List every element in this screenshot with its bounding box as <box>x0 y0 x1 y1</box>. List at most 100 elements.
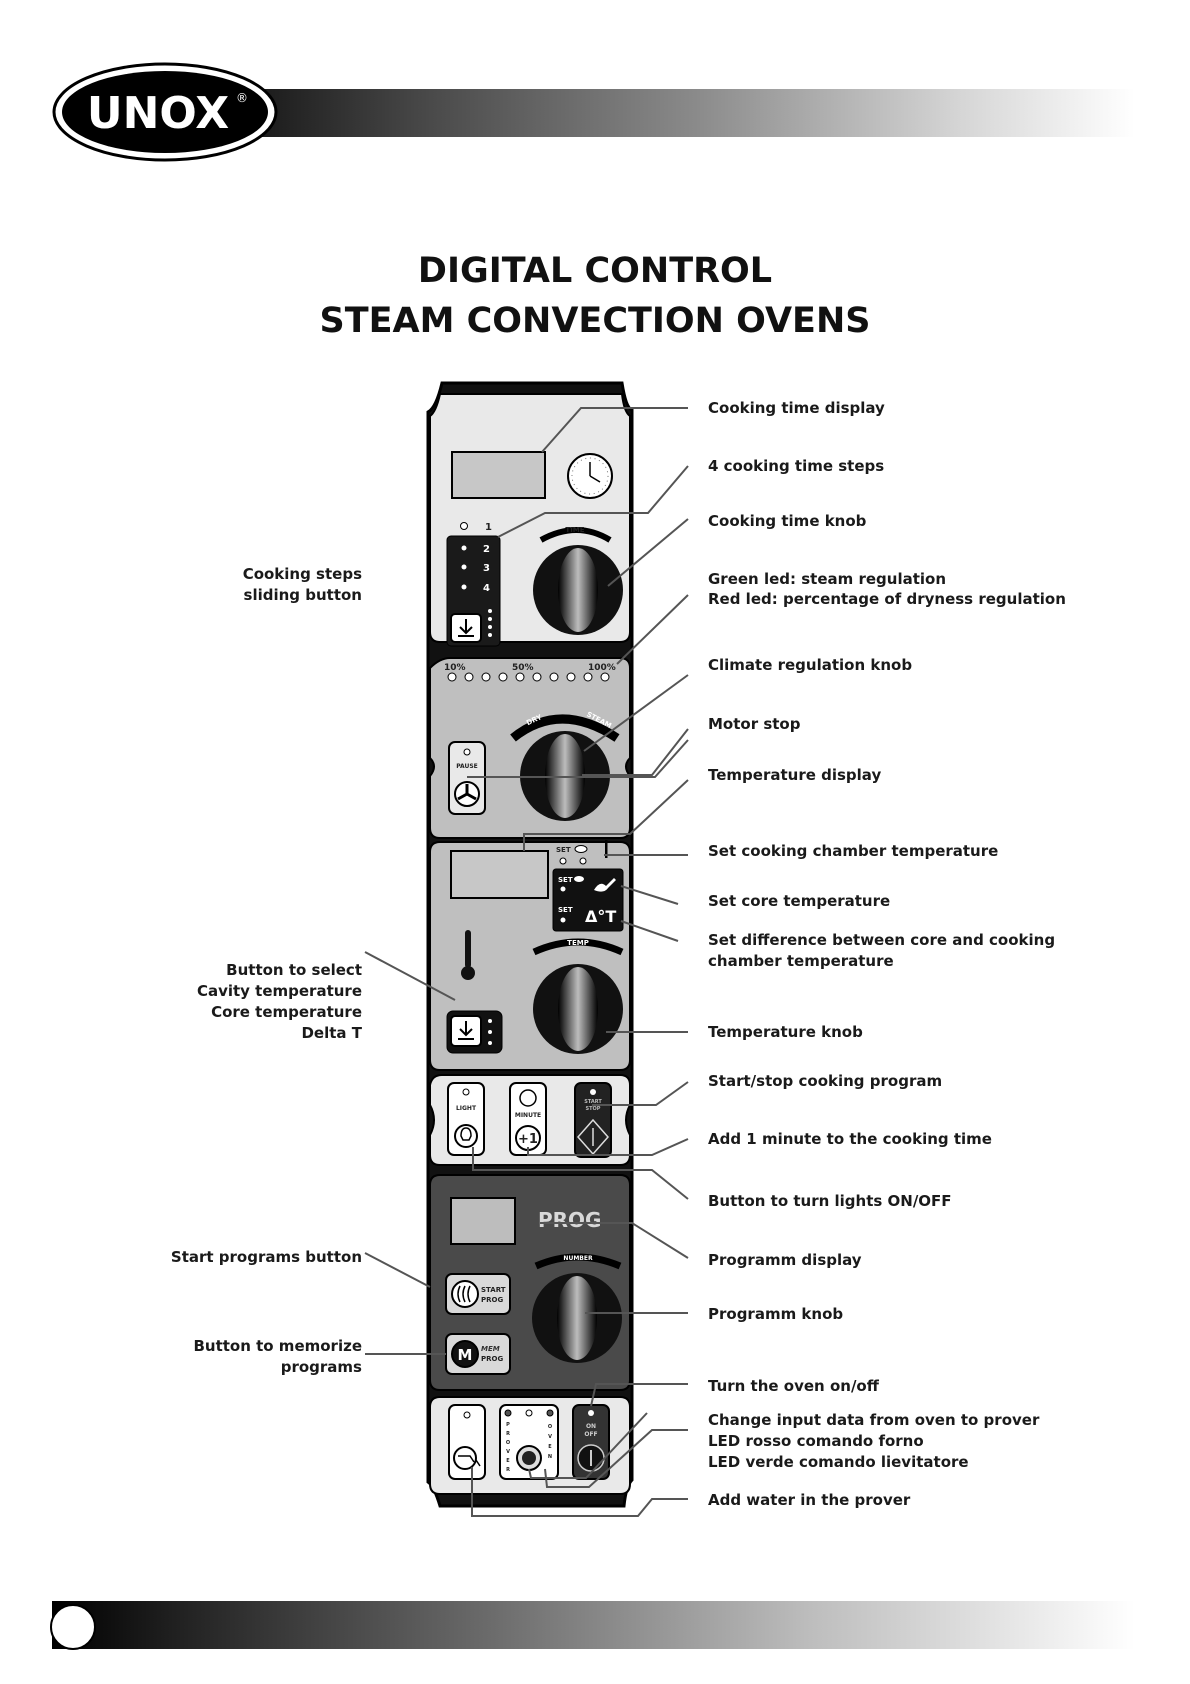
callout-green-led: Green led: steam regulation <box>708 570 946 588</box>
section-prover: P R O V E R O V E N ON OFF <box>429 1396 631 1495</box>
callout-temperature-display: Temperature display <box>708 766 881 784</box>
callout-cooking-steps-2: sliding button <box>244 586 362 604</box>
title-line-1: DIGITAL CONTROL <box>417 251 773 291</box>
step-number-4: 4 <box>483 583 490 594</box>
off-label: OFF <box>584 1431 597 1438</box>
prover-letter-e: E <box>506 1458 510 1464</box>
callout-select-temp-1: Button to select <box>226 961 362 979</box>
callout-motor-stop: Motor stop <box>708 715 801 733</box>
callout-add-minute: Add 1 minute to the cooking time <box>708 1130 992 1148</box>
temperature-knob[interactable]: TEMP <box>532 938 624 1054</box>
title-line-2: STEAM CONVECTION OVENS <box>319 301 871 341</box>
temperature-mode-panel: SET SET Δ°T <box>552 868 624 932</box>
prover-letter-v: V <box>506 1449 510 1455</box>
section-climate: 10% 50% 100% DRY STEAM PAUSE <box>429 657 631 839</box>
mem-prog-label-1: MEM <box>481 1345 500 1353</box>
temp-knob-label: TEMP <box>567 939 589 947</box>
oven-letter-n: N <box>548 1454 552 1460</box>
callout-select-temp-2: Cavity temperature <box>197 982 362 1000</box>
mem-prog-label-2: PROG <box>481 1355 503 1363</box>
step-number-3: 3 <box>483 563 490 574</box>
light-label: LIGHT <box>456 1105 477 1112</box>
callout-start-programs: Start programs button <box>171 1248 362 1266</box>
add-minute-button[interactable]: MINUTE +1 <box>509 1082 547 1156</box>
plus-one-label: +1 <box>518 1132 538 1147</box>
callout-memorize-2: programs <box>281 1358 362 1376</box>
cooking-time-display <box>451 451 546 499</box>
clock-icon <box>567 453 613 499</box>
memorize-programs-button[interactable]: M MEM PROG <box>445 1333 511 1375</box>
temperature-display <box>450 850 549 899</box>
set-label-delta: SET <box>558 906 573 914</box>
time-knob-label: TIME <box>565 526 584 534</box>
step-number-2: 2 <box>483 544 490 555</box>
callout-set-chamber-temp: Set cooking chamber temperature <box>708 842 998 860</box>
step-number-1: 1 <box>485 522 492 533</box>
logo-text: UNOX <box>87 88 229 139</box>
prog-label: PROG <box>538 1208 601 1232</box>
section-quick-buttons: LIGHT MINUTE +1 START STOP <box>429 1074 631 1166</box>
callout-programm-knob: Programm knob <box>708 1305 843 1323</box>
set-label-core: SET <box>558 876 573 884</box>
prover-letter-p: P <box>506 1422 510 1428</box>
callout-red-led: Red led: percentage of dryness regulatio… <box>708 590 1066 608</box>
fan-icon <box>457 784 477 801</box>
climate-scale-100: 100% <box>588 663 616 673</box>
thermometer-icon <box>461 930 475 980</box>
bulb-icon <box>460 1127 472 1141</box>
core-probe-icon <box>594 878 616 892</box>
start-stop-label-2: STOP <box>586 1106 601 1112</box>
time-knob[interactable]: TIME <box>533 526 623 635</box>
climate-scale-50: 50% <box>512 663 534 673</box>
programm-knob[interactable]: NUMBER <box>532 1253 622 1363</box>
footer-gradient-bar <box>52 1601 1135 1649</box>
light-button[interactable]: LIGHT <box>447 1082 485 1156</box>
callout-lights: Button to turn lights ON/OFF <box>708 1192 952 1210</box>
pause-label: PAUSE <box>456 763 478 770</box>
registered-mark: ® <box>236 91 248 105</box>
download-arrow-icon <box>458 619 474 637</box>
start-stop-label-1: START <box>584 1099 602 1105</box>
add-water-button[interactable] <box>448 1404 486 1480</box>
section-time: 1 2 3 4 TIME <box>429 393 631 647</box>
eye-icon <box>574 845 588 853</box>
delta-t-label: Δ°T <box>585 907 616 926</box>
number-knob-label: NUMBER <box>563 1255 593 1262</box>
oven-letter-v: V <box>548 1434 552 1440</box>
start-programs-button[interactable]: START PROG <box>445 1273 511 1315</box>
climate-led-row <box>447 672 610 682</box>
callout-on-off: Turn the oven on/off <box>708 1377 880 1395</box>
oven-letter-e: E <box>548 1444 552 1450</box>
callout-temperature-knob: Temperature knob <box>708 1023 863 1041</box>
timer-icon <box>519 1089 537 1107</box>
download-arrow-icon <box>458 1021 474 1040</box>
callout-programm-display: Programm display <box>708 1251 862 1269</box>
prover-letter-r2: R <box>506 1467 510 1473</box>
callout-memorize-1: Button to memorize <box>193 1337 362 1355</box>
callout-start-stop: Start/stop cooking program <box>708 1072 942 1090</box>
callout-select-temp-3: Core temperature <box>211 1003 362 1021</box>
callout-add-water: Add water in the prover <box>708 1491 911 1509</box>
page-number-circle <box>50 1604 96 1650</box>
on-label: ON <box>586 1423 596 1430</box>
callout-set-difference-1: Set difference between core and cooking <box>708 931 1055 949</box>
set-label-chamber: SET <box>556 846 571 854</box>
oven-letter-o: O <box>548 1424 552 1430</box>
start-stop-button[interactable]: START STOP <box>574 1082 612 1158</box>
callout-change-input-3: LED verde comando lievitatore <box>708 1453 969 1471</box>
on-off-button[interactable]: ON OFF <box>572 1404 610 1480</box>
callout-change-input-2: LED rosso comando forno <box>708 1432 924 1450</box>
programm-display <box>450 1197 516 1245</box>
section-programs: PROG NUMBER START PROG M MEM PROG <box>429 1174 631 1391</box>
callout-cooking-time-steps: 4 cooking time steps <box>708 457 884 475</box>
oven-prover-switch[interactable]: P R O V E R O V E N <box>499 1404 559 1480</box>
page-title: DIGITAL CONTROL STEAM CONVECTION OVENS <box>0 246 1190 346</box>
callout-cooking-time-knob: Cooking time knob <box>708 512 867 530</box>
header-gradient-bar <box>255 89 1135 137</box>
steam-waves-icon <box>457 1285 471 1303</box>
temperature-select-button[interactable] <box>446 1010 503 1054</box>
callout-set-core-temp: Set core temperature <box>708 892 890 910</box>
cooking-steps-sliding-button[interactable] <box>450 609 492 643</box>
callout-select-temp-4: Delta T <box>301 1024 362 1042</box>
